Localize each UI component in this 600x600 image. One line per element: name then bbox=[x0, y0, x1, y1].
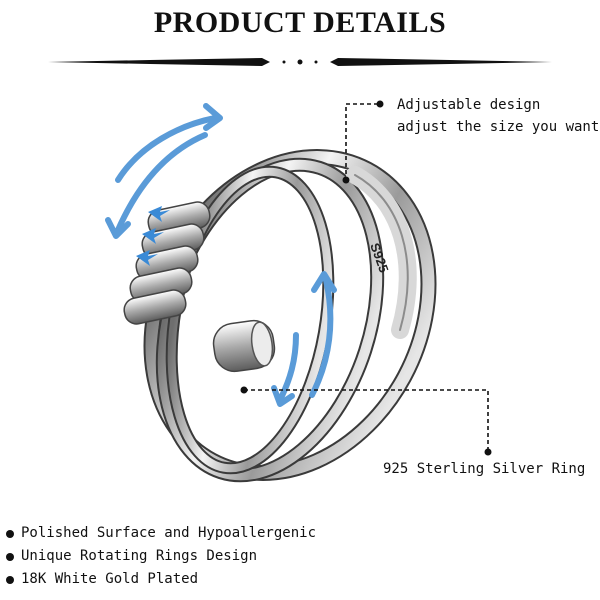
list-item: 18K White Gold Plated bbox=[6, 568, 316, 591]
callout-adjustable: Adjustable design adjust the size you wa… bbox=[397, 94, 599, 138]
bullet-icon bbox=[6, 575, 14, 584]
callout-dot-bottom-end bbox=[484, 448, 492, 456]
callout-dot-top-end bbox=[342, 176, 350, 184]
callout-adjustable-line1: Adjustable design bbox=[397, 97, 541, 113]
list-item: Polished Surface and Hypoallergenic bbox=[6, 522, 316, 545]
title-divider bbox=[48, 58, 552, 66]
bullet-icon bbox=[6, 529, 14, 538]
feature-list: Polished Surface and Hypoallergenic Uniq… bbox=[6, 522, 316, 591]
feature-text: Unique Rotating Rings Design bbox=[21, 548, 258, 564]
callout-material: 925 Sterling Silver Ring bbox=[383, 461, 586, 477]
page-title: PRODUCT DETAILS bbox=[153, 6, 447, 39]
small-blue-arrows bbox=[136, 206, 170, 266]
feature-text: Polished Surface and Hypoallergenic bbox=[21, 525, 317, 541]
feature-text: 18K White Gold Plated bbox=[21, 571, 199, 587]
callout-adjustable-line2: adjust the size you want bbox=[397, 119, 600, 135]
callout-dot-bottom bbox=[240, 386, 248, 394]
callout-lines bbox=[244, 103, 489, 452]
rotation-arrows bbox=[105, 103, 337, 407]
callout-dot-top bbox=[376, 100, 384, 108]
spinner-beads-left bbox=[123, 201, 211, 325]
bullet-icon bbox=[6, 552, 14, 561]
list-item: Unique Rotating Rings Design bbox=[6, 545, 316, 568]
spinner-bead-right bbox=[212, 319, 276, 373]
